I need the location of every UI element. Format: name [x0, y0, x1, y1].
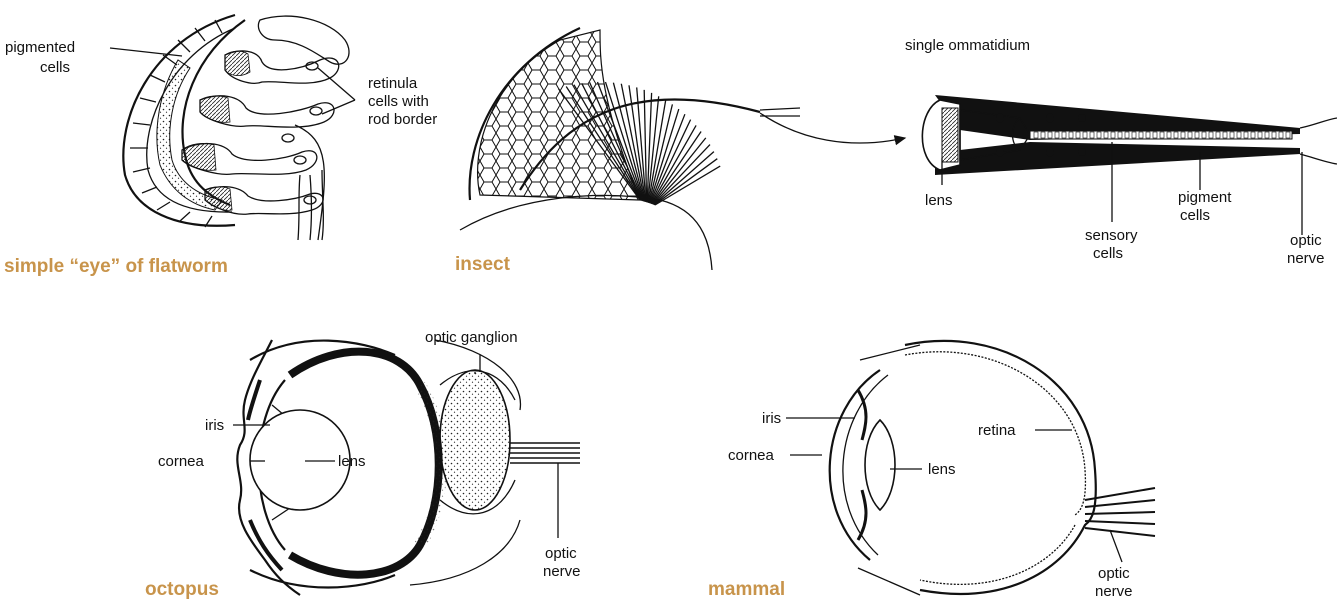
ommatidium-ray	[653, 138, 706, 204]
octopus-nerve-label: nerve	[543, 563, 581, 580]
octopus-caption: octopus	[145, 579, 219, 600]
ommatidium-optic-label: optic	[1290, 232, 1322, 249]
flatworm-cells-with-label: cells with	[368, 93, 429, 110]
octopus-iris-label: iris	[205, 417, 224, 434]
ommatidium-ray	[652, 132, 701, 205]
ommatidium-nerve-label: nerve	[1287, 250, 1325, 267]
ommatidium-pigment-label: pigment	[1178, 189, 1232, 206]
flatworm-cells-label: cells	[40, 59, 70, 76]
insect-caption: insect	[455, 254, 511, 275]
flatworm-rod-border-label: rod border	[368, 111, 437, 128]
ommatidium-sensory-label: sensory	[1085, 227, 1138, 244]
mammal-retina-label: retina	[978, 422, 1016, 439]
mammal-iris-label: iris	[762, 410, 781, 427]
mammal-lens-label: lens	[928, 461, 956, 478]
octopus-optic-label: optic	[545, 545, 577, 562]
mammal-caption: mammal	[708, 579, 785, 600]
ommatidium-diagram	[922, 95, 1337, 235]
octopus-eye-diagram	[233, 340, 580, 595]
flatworm-retinula-label: retinula	[368, 75, 418, 92]
octopus-lens-label: lens	[338, 453, 366, 470]
ommatidium-sensory-cells-label: cells	[1093, 245, 1123, 262]
ommatidium-pigment-cells-label: cells	[1180, 207, 1210, 224]
mammal-eye-diagram	[786, 341, 1155, 595]
ommatidium-title: single ommatidium	[905, 37, 1030, 54]
mammal-cornea-label: cornea	[728, 447, 775, 464]
mammal-nerve-label: nerve	[1095, 583, 1133, 600]
flatworm-caption: simple “eye” of flatworm	[4, 256, 228, 277]
flatworm-eye-diagram	[110, 15, 355, 240]
octopus-ganglion-label: optic ganglion	[425, 329, 518, 346]
flatworm-pigmented-label: pigmented	[5, 39, 75, 56]
ommatidium-lens-label: lens	[925, 192, 953, 209]
mammal-optic-label: optic	[1098, 565, 1130, 582]
ommatidium-ray	[651, 120, 691, 204]
insect-compound-eye-diagram	[460, 28, 905, 270]
octopus-cornea-label: cornea	[158, 453, 205, 470]
